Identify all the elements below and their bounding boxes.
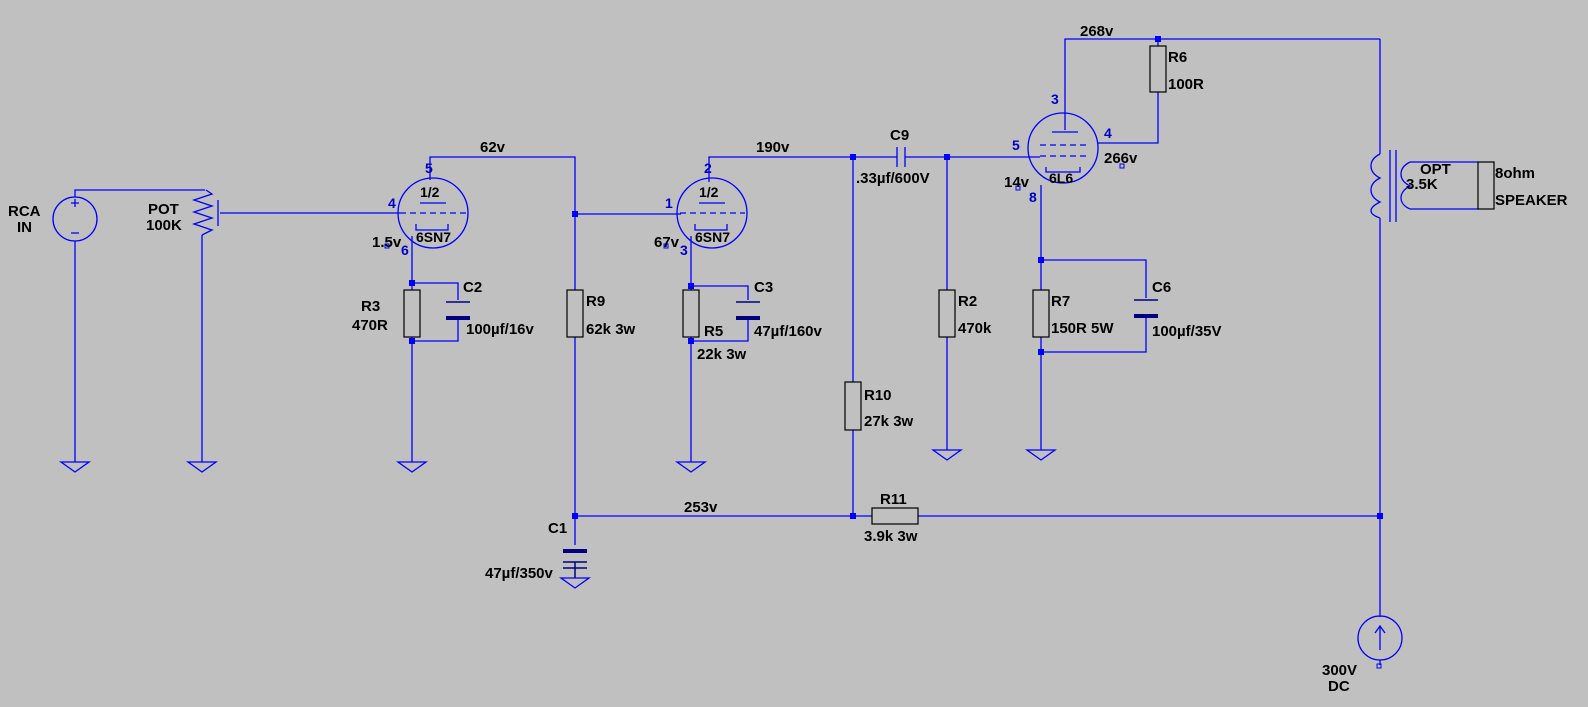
pot-value: 100K bbox=[146, 217, 182, 234]
capacitor-c2[interactable] bbox=[446, 301, 470, 320]
resistor-r5[interactable] bbox=[682, 289, 700, 338]
junction-dots bbox=[409, 36, 1383, 519]
resistor-r9[interactable] bbox=[566, 289, 584, 338]
c3-name: C3 bbox=[754, 279, 773, 296]
rca-label-line2: IN bbox=[17, 219, 32, 236]
tube-v3-pin-grid: 5 bbox=[1012, 137, 1020, 153]
r3-name: R3 bbox=[361, 298, 380, 315]
tube-v2-type: 6SN7 bbox=[695, 229, 730, 245]
voltage-v1-cathode: 1.5v bbox=[372, 234, 402, 251]
tube-v1-6sn7[interactable]: 1/2 6SN7 bbox=[397, 177, 469, 249]
tube-v3-pin-cathode: 8 bbox=[1029, 189, 1037, 205]
r7-value: 150R 5W bbox=[1051, 320, 1114, 337]
rca-input-source[interactable] bbox=[52, 196, 98, 242]
voltage-v3-screen: 266v bbox=[1104, 150, 1138, 167]
tube-v3-pin-screen: 4 bbox=[1104, 125, 1112, 141]
tube-v2-section: 1/2 bbox=[699, 184, 719, 200]
c9-value: .33µf/600V bbox=[856, 170, 930, 187]
capacitor-c9[interactable] bbox=[896, 147, 906, 167]
r11-value: 3.9k 3w bbox=[864, 528, 918, 545]
speaker[interactable] bbox=[1477, 161, 1495, 210]
resistor-r11[interactable] bbox=[871, 507, 919, 525]
r5-name: R5 bbox=[704, 323, 723, 340]
r10-value: 27k 3w bbox=[864, 413, 914, 430]
voltage-v1-anode: 62v bbox=[480, 139, 506, 156]
tube-v1-pin-anode: 5 bbox=[425, 160, 433, 176]
resistor-r7[interactable] bbox=[1032, 289, 1050, 338]
pot-name: POT bbox=[148, 201, 179, 218]
c9-name: C9 bbox=[890, 127, 909, 144]
r6-name: R6 bbox=[1168, 49, 1187, 66]
tube-v2-pin-cathode: 3 bbox=[680, 242, 688, 258]
r5-value: 22k 3w bbox=[697, 346, 747, 363]
voltage-v2-cathode: 67v bbox=[654, 234, 680, 251]
r2-name: R2 bbox=[958, 293, 977, 310]
opt-name: OPT bbox=[1420, 161, 1451, 178]
tube-v2-pin-grid: 1 bbox=[665, 195, 673, 211]
voltage-v2-anode: 190v bbox=[756, 139, 790, 156]
resistor-r3[interactable] bbox=[403, 289, 421, 338]
c1-value: 47µf/350v bbox=[485, 565, 554, 582]
tube-v3-6l6[interactable]: 6L6 bbox=[1027, 112, 1099, 186]
voltage-v3-cathode: 14v bbox=[1004, 174, 1030, 191]
r2-value: 470k bbox=[958, 320, 992, 337]
tube-v3-pin-anode: 3 bbox=[1051, 91, 1059, 107]
c2-value: 100µf/16v bbox=[466, 321, 535, 338]
dc-label-line2: DC bbox=[1328, 678, 1350, 695]
r6-value: 100R bbox=[1168, 76, 1204, 93]
capacitor-c6[interactable] bbox=[1134, 299, 1158, 318]
voltage-supply-node: 253v bbox=[684, 499, 718, 516]
c2-name: C2 bbox=[463, 279, 482, 296]
tube-v1-type: 6SN7 bbox=[416, 229, 451, 245]
capacitor-c3[interactable] bbox=[736, 301, 760, 320]
c3-value: 47µf/160v bbox=[754, 323, 823, 340]
r10-name: R10 bbox=[864, 387, 892, 404]
rca-label-line1: RCA bbox=[8, 203, 41, 220]
pot-potentiometer[interactable] bbox=[191, 189, 219, 236]
tube-v1-pin-grid: 4 bbox=[388, 195, 396, 211]
wires bbox=[74, 38, 1478, 665]
voltage-v3-anode: 268v bbox=[1080, 23, 1114, 40]
resistor-r2[interactable] bbox=[938, 289, 956, 338]
tube-v1-section: 1/2 bbox=[420, 184, 440, 200]
opt-value: 3.5K bbox=[1406, 176, 1438, 193]
dc-label-line1: 300V bbox=[1322, 662, 1357, 679]
r3-value: 470R bbox=[352, 317, 388, 334]
ground-symbols bbox=[58, 449, 1058, 589]
tube-v2-6sn7[interactable]: 1/2 6SN7 bbox=[676, 177, 748, 249]
output-transformer[interactable] bbox=[1370, 150, 1412, 222]
speaker-name: 8ohm bbox=[1495, 165, 1535, 182]
tube-v1-pin-cathode: 6 bbox=[401, 242, 409, 258]
c1-name: C1 bbox=[548, 520, 567, 537]
c6-name: C6 bbox=[1152, 279, 1171, 296]
resistor-r6[interactable] bbox=[1149, 45, 1167, 93]
r7-name: R7 bbox=[1051, 293, 1070, 310]
tube-v3-type: 6L6 bbox=[1049, 170, 1073, 186]
capacitor-c1[interactable] bbox=[563, 549, 587, 578]
tube-v2-pin-anode: 2 bbox=[704, 160, 712, 176]
r9-value: 62k 3w bbox=[586, 321, 636, 338]
r11-name: R11 bbox=[880, 491, 907, 508]
c6-value: 100µf/35V bbox=[1152, 323, 1222, 340]
dc-supply-source[interactable] bbox=[1357, 615, 1403, 661]
speaker-value: SPEAKER bbox=[1495, 192, 1568, 209]
r9-name: R9 bbox=[586, 293, 605, 310]
probe-ports bbox=[384, 163, 1382, 669]
resistor-r10[interactable] bbox=[844, 381, 862, 431]
